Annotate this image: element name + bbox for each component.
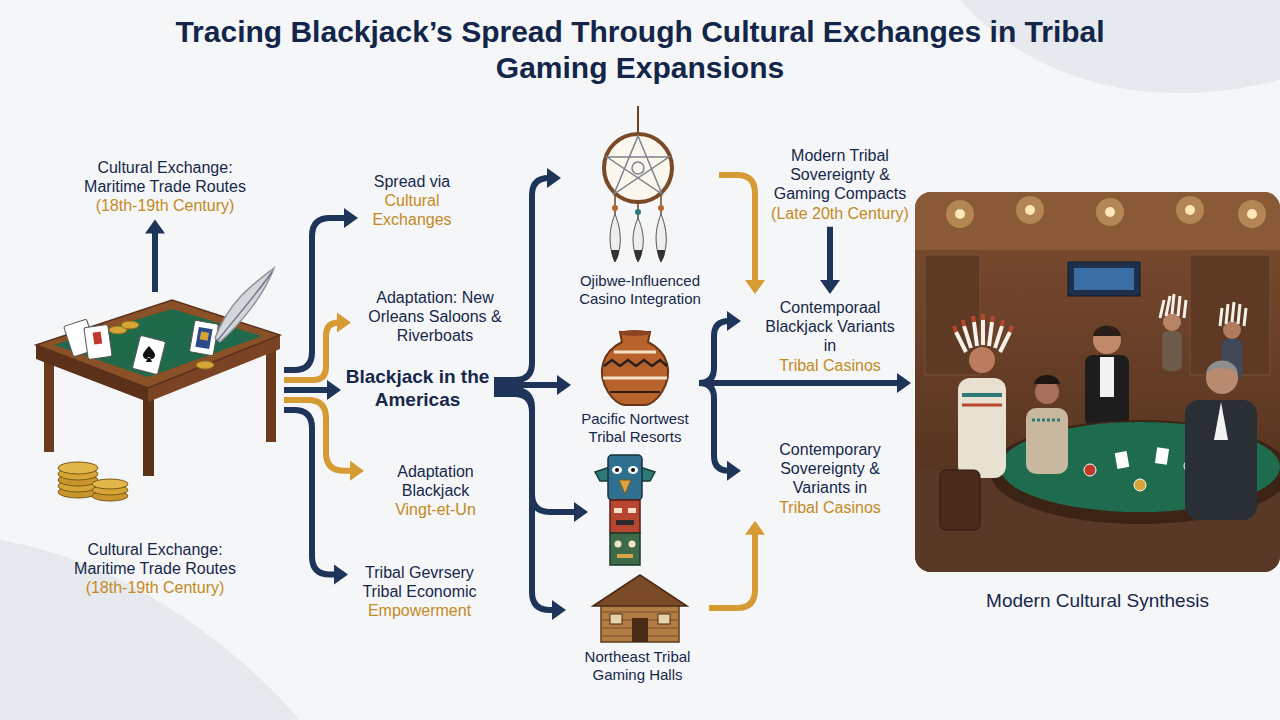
node-text: Vingt-et-Un xyxy=(368,500,503,519)
connector-line xyxy=(827,227,833,282)
text-node: Spread viaCultural Exchanges xyxy=(362,172,462,230)
node-text: Modern Tribal Sovereignty & Gaming Compa… xyxy=(765,146,915,204)
icon-node: Ojibwe-Influenced Casino Integration xyxy=(565,105,715,308)
text-node: Contemporaal Blackjack Variants inTribal… xyxy=(745,298,915,375)
node-text: Cultural Exchange: Maritime Trade Routes xyxy=(55,540,255,578)
hub-node: Blackjack in the Americas xyxy=(345,366,490,412)
arrowhead xyxy=(727,461,741,481)
node-text: (Late 20th Century) xyxy=(765,204,915,223)
photo-node: Modern Cultural Synthesis xyxy=(915,192,1280,613)
connector-line xyxy=(494,382,559,388)
node-text: Blackjack in the Americas xyxy=(345,366,490,412)
totem-pole-icon xyxy=(595,455,655,565)
connector-line xyxy=(709,533,755,608)
card-table-illustration xyxy=(36,268,280,501)
arrowhead xyxy=(327,380,341,400)
arrowhead xyxy=(350,461,364,481)
node-text: Contemporaal Blackjack Variants in xyxy=(765,298,895,356)
text-node: Contemporary Sovereignty & Variants inTr… xyxy=(745,440,915,517)
node-text: Tribal Casinos xyxy=(765,356,895,375)
connector-line xyxy=(152,232,158,292)
connector xyxy=(709,521,765,608)
node-text: Ojibwe-Influenced Casino Integration xyxy=(565,272,715,308)
node-text: Contemporary Sovereignty & Variants in xyxy=(765,440,895,498)
connector-line xyxy=(699,321,729,383)
totem-arrow xyxy=(494,390,588,522)
arrowhead xyxy=(337,313,351,333)
arrowhead xyxy=(557,375,571,395)
connector-line xyxy=(284,323,339,380)
connector xyxy=(820,227,840,294)
arrowhead xyxy=(745,521,765,535)
arrowhead xyxy=(897,373,911,393)
casino-photo xyxy=(915,192,1280,572)
text-node: Tribal Gevrsery Tribal EconomicEmpowerme… xyxy=(352,563,487,621)
node-text: Northeast Tribal Gaming Halls xyxy=(570,648,705,684)
dreamcatcher-icon xyxy=(604,106,672,262)
connector xyxy=(699,373,911,393)
connector xyxy=(699,311,741,383)
arrowhead xyxy=(344,208,358,228)
icon-node: Northeast Tribal Gaming Halls xyxy=(570,572,705,684)
origin-table-node: Cultural Exchange: Maritime Trade Routes… xyxy=(30,296,280,598)
connector-line xyxy=(284,387,329,393)
connector-line xyxy=(284,410,336,575)
node-text: (18th-19th Century) xyxy=(55,578,255,597)
node-text: Cultural Exchanges xyxy=(362,191,462,229)
connector-line xyxy=(494,394,554,610)
text-node: Adaptation BlackjackVingt-et-Un xyxy=(368,462,503,520)
text-node: Modern Tribal Sovereignty & Gaming Compa… xyxy=(765,146,915,223)
node-text: Adaptation Blackjack xyxy=(368,462,503,500)
connector-line xyxy=(699,383,729,471)
text-node: Cultural Exchange: Maritime Trade Routes… xyxy=(70,158,260,216)
node-text: Adaptation: New Orleans Saloons & Riverb… xyxy=(355,288,515,346)
arrowhead xyxy=(334,565,348,585)
connector xyxy=(284,313,351,380)
connector xyxy=(145,220,165,292)
node-text: Cultural Exchange: Maritime Trade Routes xyxy=(70,158,260,196)
icon-node: Pacific Nortwest Tribal Resorts xyxy=(575,328,695,446)
arrowhead xyxy=(727,311,741,331)
node-text: Empowerment xyxy=(352,601,487,620)
connector-line xyxy=(719,175,755,282)
node-text: Tribal Casinos xyxy=(765,498,895,517)
connector xyxy=(699,383,741,481)
node-text: Tribal Gevrsery Tribal Economic xyxy=(352,563,487,601)
node-text: Modern Cultural Synthesis xyxy=(915,590,1280,613)
cabin-icon xyxy=(593,575,687,642)
node-text: (18th-19th Century) xyxy=(70,196,260,215)
arrowhead xyxy=(820,280,840,294)
arrowhead xyxy=(745,280,765,294)
connector xyxy=(284,410,348,585)
diagram-title: Tracing Blackjack’s Spread Through Cultu… xyxy=(150,14,1130,86)
connector xyxy=(494,394,566,620)
node-text: Pacific Nortwest Tribal Resorts xyxy=(575,410,695,446)
connector-line xyxy=(284,218,346,370)
node-text: Spread via xyxy=(362,172,462,191)
connector-line xyxy=(699,380,899,386)
arrowhead xyxy=(145,220,165,234)
text-node: Adaptation: New Orleans Saloons & Riverb… xyxy=(355,288,515,346)
connector xyxy=(719,175,765,294)
arrowhead xyxy=(552,600,566,620)
connector-line xyxy=(494,178,549,380)
connector xyxy=(284,208,358,370)
pottery-icon xyxy=(602,330,668,405)
arrowhead xyxy=(547,168,561,188)
connector xyxy=(494,168,561,380)
